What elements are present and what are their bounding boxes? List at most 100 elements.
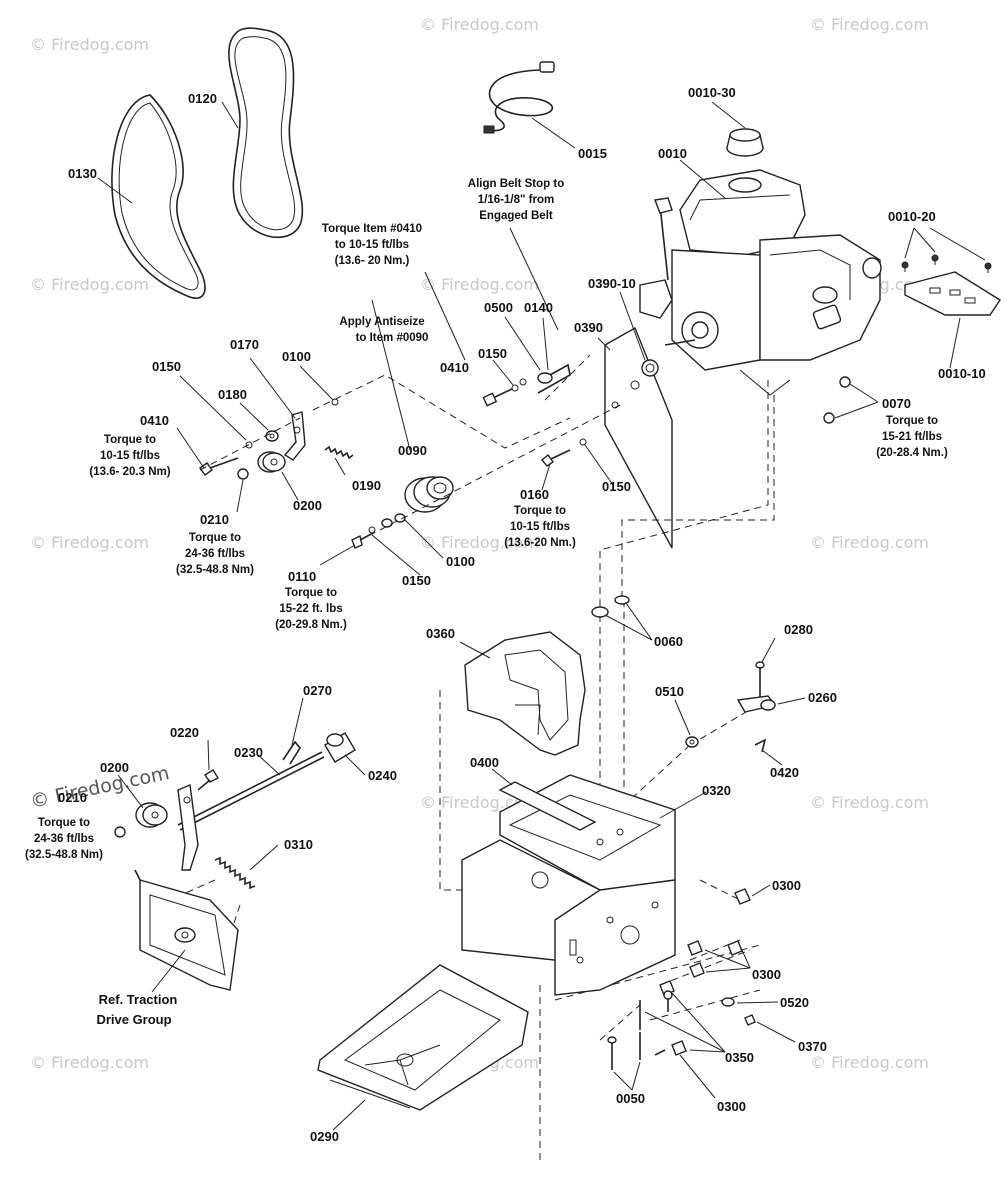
svg-text:Torque to: Torque to (285, 587, 337, 599)
part-label-0300: 0300 (752, 967, 781, 982)
part-label-0170: 0170 (230, 337, 259, 352)
bushing-0510 (685, 736, 699, 748)
instruction-notes: Align Belt Stop to 1/16-1/8" from Engage… (25, 178, 948, 1027)
watermark: © Firedog.com (420, 533, 539, 552)
watermark: © Firedog.com (810, 1053, 929, 1072)
part-label-0200: 0200 (293, 498, 322, 513)
belt-0120 (228, 27, 304, 239)
bolts-0300 (659, 888, 751, 1056)
frame-0320 (461, 774, 676, 996)
bracket-0390 (604, 326, 673, 549)
part-label-0150: 0150 (602, 479, 631, 494)
part-label-0070: 0070 (882, 396, 911, 411)
spring-0310 (214, 856, 256, 890)
note-antiseize: Apply Antiseize to Item #0090 (339, 316, 428, 344)
part-label-0140: 0140 (524, 300, 553, 315)
note-torque-0410-left: Torque to 10-15 ft/lbs (13.6- 20.3 Nm) (89, 434, 170, 478)
pulley-0200-top (257, 451, 286, 473)
part-label-0390: 0390 (574, 320, 603, 335)
svg-text:Torque Item #0410: Torque Item #0410 (322, 223, 422, 235)
bracket-0260 (736, 695, 777, 713)
nuts-0070 (823, 376, 851, 424)
washer-0520 (721, 997, 735, 1007)
part-label-0060: 0060 (654, 634, 683, 649)
note-torque-0160: Torque to 10-15 ft/lbs (13.6-20 Nm.) (504, 505, 576, 549)
watermark: © Firedog.com (30, 275, 149, 294)
spring-0190 (324, 445, 354, 460)
svg-text:(13.6- 20 Nm.): (13.6- 20 Nm.) (335, 255, 410, 267)
svg-text:Ref. Traction: Ref. Traction (99, 992, 178, 1007)
watermark: © Firedog.com (810, 793, 929, 812)
svg-text:(20-28.4 Nm.): (20-28.4 Nm.) (876, 447, 948, 459)
bolt-0220 (197, 769, 220, 791)
part-label-0220: 0220 (170, 725, 199, 740)
belt-0130 (111, 94, 206, 299)
watermark: © Firedog.com (810, 533, 929, 552)
note-ref-traction: Ref. Traction Drive Group (96, 992, 177, 1027)
part-label-0410: 0410 (140, 413, 169, 428)
note-torque-0110: Torque to 15-22 ft. lbs (20-29.8 Nm.) (275, 587, 347, 631)
part-label-0120: 0120 (188, 91, 217, 106)
part-label-0180: 0180 (218, 387, 247, 402)
part-label-0300: 0300 (772, 878, 801, 893)
plate-0400 (498, 781, 597, 831)
svg-text:(32.5-48.8 Nm): (32.5-48.8 Nm) (25, 849, 103, 861)
part-label-0150: 0150 (152, 359, 181, 374)
svg-text:(32.5-48.8 Nm): (32.5-48.8 Nm) (176, 564, 254, 576)
svg-text:15-22 ft. lbs: 15-22 ft. lbs (279, 603, 342, 615)
part-label-0240: 0240 (368, 768, 397, 783)
part-label-0150: 0150 (478, 346, 507, 361)
cable-0015 (483, 61, 555, 134)
part-label-0090: 0090 (398, 443, 427, 458)
bolts-0050 (607, 1032, 641, 1070)
part-label-0100: 0100 (446, 554, 475, 569)
svg-text:24-36 ft/lbs: 24-36 ft/lbs (185, 548, 245, 560)
screws-0010-20 (901, 254, 992, 273)
part-label-0210: 0210 (200, 512, 229, 527)
part-label-0010-20: 0010-20 (888, 209, 936, 224)
screw-0370 (744, 1014, 756, 1026)
part-label-0400: 0400 (470, 755, 499, 770)
part-label-0410: 0410 (440, 360, 469, 375)
svg-text:(13.6- 20.3 Nm): (13.6- 20.3 Nm) (89, 466, 170, 478)
part-label-0420: 0420 (770, 765, 799, 780)
pulley-0200-low (114, 802, 168, 838)
part-label-0110: 0110 (288, 569, 316, 584)
svg-text:Align Belt Stop to: Align Belt Stop to (468, 178, 564, 190)
belt-stop-0140 (519, 363, 571, 394)
bolt-0160 (541, 438, 587, 467)
svg-text:Apply Antiseize: Apply Antiseize (339, 316, 424, 328)
watermark: © Firedog.com (420, 275, 539, 294)
part-label-0150: 0150 (402, 573, 431, 588)
skid-plate-0290 (317, 964, 529, 1111)
washers-0060 (591, 595, 630, 618)
guard-0010-10 (904, 271, 1001, 316)
watermark: © Firedog.com (420, 15, 539, 34)
bolts-0350 (639, 990, 673, 1056)
note-torque-0410-top: Torque Item #0410 to 10-15 ft/lbs (13.6-… (322, 223, 422, 267)
note-torque-0210-mid: Torque to 24-36 ft/lbs (32.5-48.8 Nm) (176, 532, 254, 576)
engine-0010 (639, 169, 882, 396)
screw-0280 (755, 661, 765, 700)
part-label-0015: 0015 (578, 146, 607, 161)
shaft-0230 (177, 751, 325, 831)
part-label-0010: 0010 (658, 146, 687, 161)
part-label-0050: 0050 (616, 1091, 645, 1106)
part-label-0500: 0500 (484, 300, 513, 315)
bolt-0110 (351, 531, 376, 549)
part-label-0270: 0270 (303, 683, 332, 698)
watermark: © Firedog.com (30, 35, 149, 54)
traction-drive-plate (134, 869, 239, 991)
watermark: © Firedog.com (30, 1053, 149, 1072)
svg-text:10-15 ft/lbs: 10-15 ft/lbs (100, 450, 160, 462)
svg-text:(20-29.8 Nm.): (20-29.8 Nm.) (275, 619, 347, 631)
svg-text:to 10-15 ft/lbs: to 10-15 ft/lbs (335, 239, 409, 251)
pulley-0090 (404, 476, 454, 513)
note-torque-0210-low: Torque to 24-36 ft/lbs (32.5-48.8 Nm) (25, 817, 103, 861)
part-label-0210: 0210 (58, 790, 87, 805)
part-label-0130: 0130 (68, 166, 97, 181)
svg-text:10-15 ft/lbs: 10-15 ft/lbs (510, 521, 570, 533)
part-label-0010-10: 0010-10 (938, 366, 986, 381)
svg-text:Torque to: Torque to (886, 415, 938, 427)
